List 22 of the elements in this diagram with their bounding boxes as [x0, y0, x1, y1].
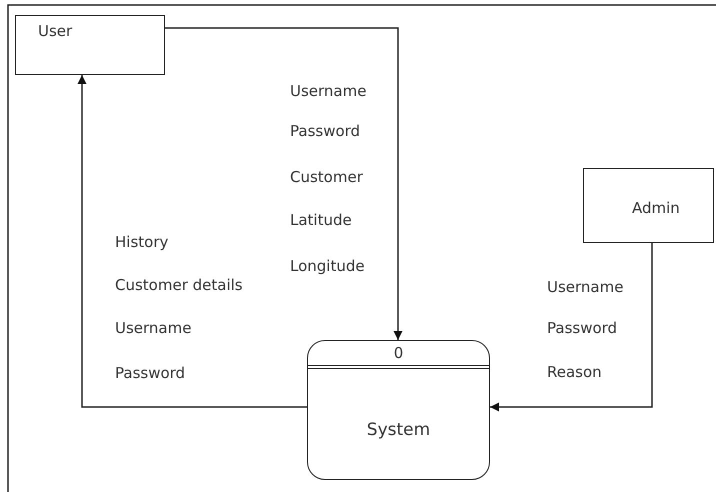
- data-flow-arrow: [165, 27, 402, 340]
- entity-name: User: [38, 22, 72, 40]
- data-item-label: Password: [290, 122, 360, 140]
- external-entity-box: [15, 15, 165, 75]
- data-flow-arrow: [490, 243, 653, 412]
- data-item-label: Reason: [547, 363, 602, 381]
- data-flow-arrow: [78, 75, 307, 408]
- data-item-label: Username: [290, 82, 366, 100]
- data-item-label: Username: [115, 319, 192, 337]
- data-item-label: Customer: [290, 168, 363, 186]
- external-entity-box: [583, 168, 714, 243]
- data-item-label: Password: [115, 364, 186, 382]
- data-item-label: Username: [547, 278, 624, 296]
- process-name: System: [366, 421, 432, 439]
- data-item-label: History: [115, 233, 168, 251]
- entity-name: Admin: [632, 199, 680, 217]
- data-item-label: Longitude: [290, 257, 365, 275]
- process-box: [307, 340, 490, 480]
- data-item-label: Latitude: [290, 211, 352, 229]
- data-item-label: Customer details: [115, 276, 243, 294]
- process-number: 0: [392, 344, 404, 362]
- data-item-label: Password: [547, 319, 618, 337]
